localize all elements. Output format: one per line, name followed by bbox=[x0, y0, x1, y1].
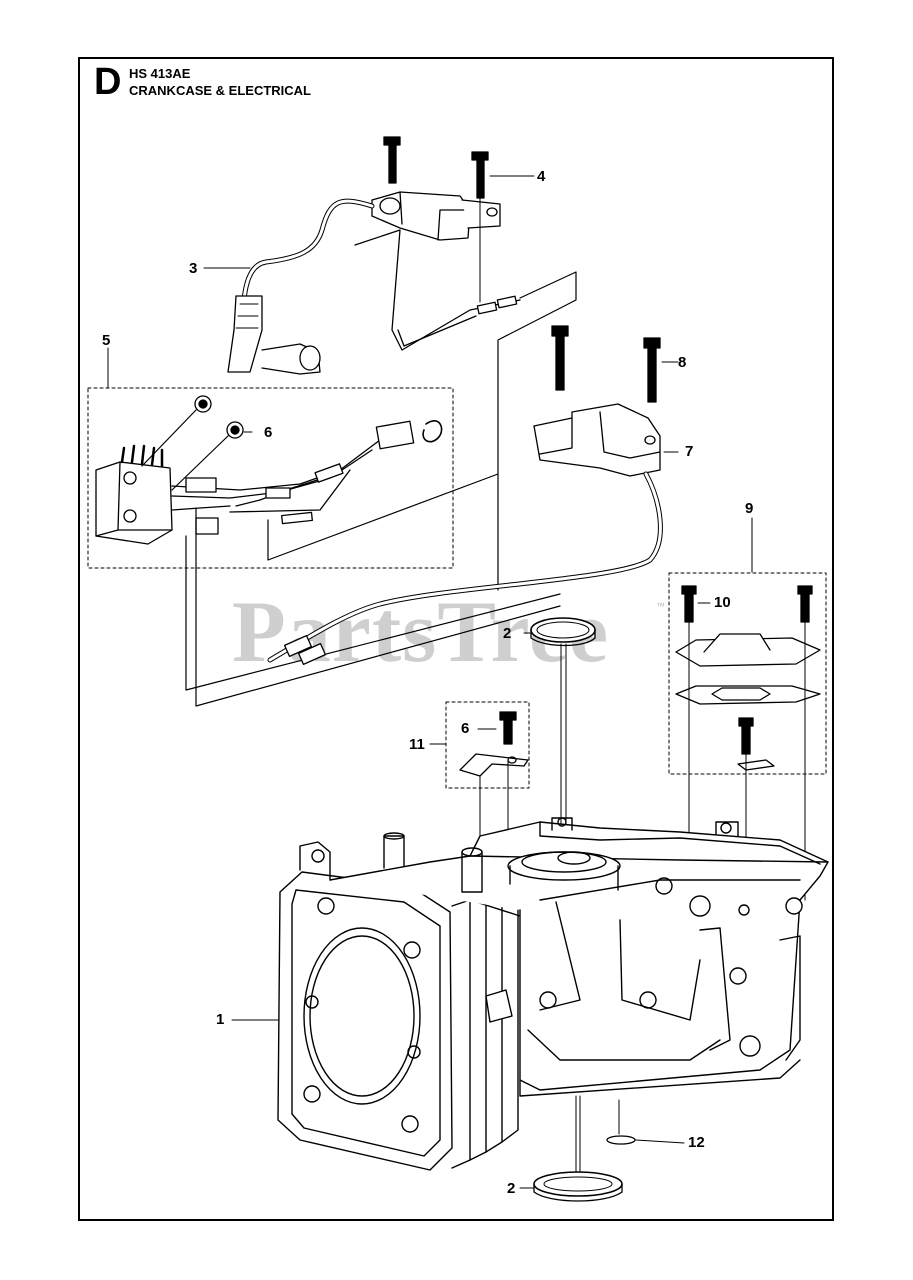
cover-kit-box bbox=[668, 572, 827, 775]
callout-12: 12 bbox=[688, 1134, 705, 1151]
regulator-kit-box bbox=[87, 387, 454, 569]
model-number: HS 413AE bbox=[129, 66, 191, 81]
crankcase bbox=[277, 817, 829, 1171]
bracket-kit-box bbox=[445, 701, 530, 789]
callout-7: 7 bbox=[685, 443, 694, 460]
callout-9: 9 bbox=[745, 500, 754, 517]
callout-4: 4 bbox=[537, 168, 546, 185]
callout-6-bracket: 6 bbox=[461, 720, 470, 737]
callout-2-bottom: 2 bbox=[507, 1180, 516, 1197]
sensor-bolts-8 bbox=[551, 325, 661, 403]
callout-8: 8 bbox=[678, 354, 687, 371]
callout-1: 1 bbox=[216, 1011, 225, 1028]
voltage-regulator bbox=[95, 395, 561, 707]
callout-5: 5 bbox=[102, 332, 111, 349]
callout-leaders bbox=[107, 175, 753, 1189]
washer-12 bbox=[606, 1099, 636, 1145]
coil-bolt-4 bbox=[471, 151, 489, 199]
diagram-frame bbox=[78, 57, 834, 1221]
oil-sensor bbox=[267, 403, 663, 666]
coil-bolt-left bbox=[383, 136, 401, 184]
callout-3: 3 bbox=[189, 260, 198, 277]
oil-seal-top bbox=[530, 617, 596, 831]
oil-seal-bottom bbox=[533, 1095, 623, 1202]
callout-6-regulator: 6 bbox=[264, 424, 273, 441]
watermark-trademark: ™ bbox=[656, 601, 665, 611]
callout-2-top: 2 bbox=[503, 625, 512, 642]
bracket-kit bbox=[459, 711, 529, 841]
callout-11: 11 bbox=[409, 736, 425, 753]
section-letter: D bbox=[94, 61, 122, 103]
callout-10: 10 bbox=[714, 594, 731, 611]
ignition-coil-assembly bbox=[227, 136, 577, 591]
diagram-title: CRANKCASE & ELECTRICAL bbox=[129, 83, 311, 98]
